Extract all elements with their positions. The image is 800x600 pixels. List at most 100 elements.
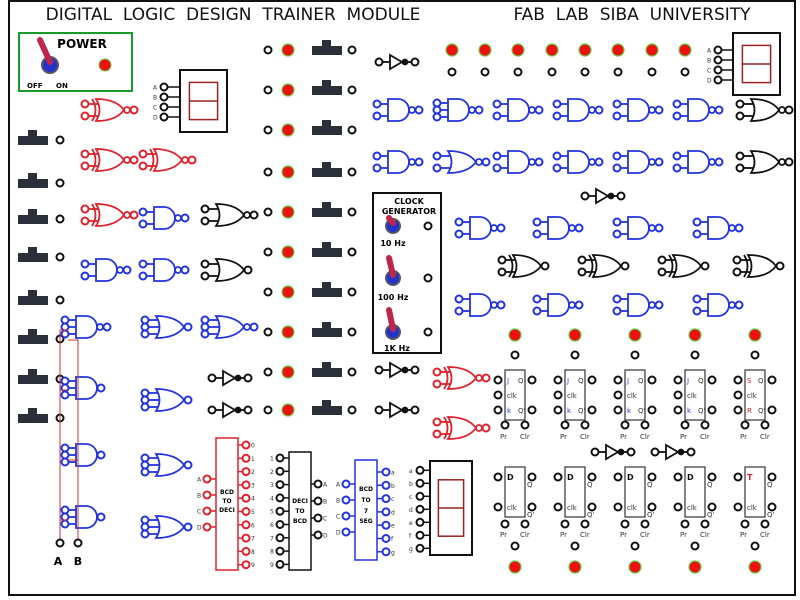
terminal-jack[interactable] <box>372 151 382 161</box>
switch-base[interactable] <box>312 168 342 177</box>
terminal-jack[interactable] <box>481 423 491 433</box>
terminal-jack[interactable] <box>275 480 285 490</box>
terminal-jack[interactable] <box>415 543 425 553</box>
terminal-jack[interactable] <box>612 217 622 227</box>
switch-base[interactable] <box>312 46 342 55</box>
terminal-jack[interactable] <box>492 111 502 121</box>
terminal-jack[interactable] <box>140 522 150 532</box>
terminal-jack[interactable] <box>580 420 590 430</box>
switch-slider[interactable] <box>28 290 37 297</box>
terminal-jack[interactable] <box>750 350 760 360</box>
toggle-switch[interactable] <box>18 408 48 423</box>
terminal-jack[interactable] <box>532 217 542 227</box>
terminal-jack[interactable] <box>454 294 464 304</box>
terminal-jack[interactable] <box>140 453 150 463</box>
toggle-switch[interactable] <box>18 173 48 188</box>
switch-base[interactable] <box>312 208 342 217</box>
toggle-switch[interactable] <box>18 369 48 384</box>
terminal-jack[interactable] <box>510 541 520 551</box>
terminal-jack[interactable] <box>241 520 251 530</box>
terminal-jack[interactable] <box>241 546 251 556</box>
terminal-jack[interactable] <box>673 405 683 415</box>
terminal-jack[interactable] <box>347 85 357 95</box>
terminal-jack[interactable] <box>263 85 273 95</box>
terminal-jack[interactable] <box>733 472 743 482</box>
terminal-jack[interactable] <box>432 163 442 173</box>
switch-base[interactable] <box>18 335 48 344</box>
terminal-jack[interactable] <box>73 538 83 548</box>
terminal-jack[interactable] <box>760 519 770 529</box>
terminal-jack[interactable] <box>374 365 384 375</box>
terminal-jack[interactable] <box>620 420 630 430</box>
terminal-jack[interactable] <box>657 267 667 277</box>
terminal-jack[interactable] <box>734 223 744 233</box>
terminal-jack[interactable] <box>423 273 433 283</box>
terminal-jack[interactable] <box>207 373 217 383</box>
terminal-jack[interactable] <box>263 45 273 55</box>
terminal-jack[interactable] <box>713 55 723 65</box>
terminal-jack[interactable] <box>673 390 683 400</box>
terminal-jack[interactable] <box>263 405 273 415</box>
terminal-jack[interactable] <box>410 57 420 67</box>
terminal-jack[interactable] <box>140 460 150 470</box>
terminal-jack[interactable] <box>410 365 420 375</box>
terminal-jack[interactable] <box>532 229 542 239</box>
terminal-jack[interactable] <box>481 157 491 167</box>
terminal-jack[interactable] <box>138 207 148 217</box>
terminal-jack[interactable] <box>241 560 251 570</box>
terminal-jack[interactable] <box>347 45 357 55</box>
terminal-jack[interactable] <box>612 151 622 161</box>
terminal-jack[interactable] <box>80 216 90 226</box>
terminal-jack[interactable] <box>784 157 794 167</box>
terminal-jack[interactable] <box>60 315 70 325</box>
terminal-jack[interactable] <box>275 533 285 543</box>
terminal-jack[interactable] <box>672 163 682 173</box>
terminal-jack[interactable] <box>140 388 150 398</box>
terminal-jack[interactable] <box>740 420 750 430</box>
terminal-jack[interactable] <box>587 375 597 385</box>
terminal-jack[interactable] <box>767 375 777 385</box>
terminal-jack[interactable] <box>672 151 682 161</box>
switch-slider[interactable] <box>322 40 331 47</box>
terminal-jack[interactable] <box>673 502 683 512</box>
switch-slider[interactable] <box>322 202 331 209</box>
terminal-jack[interactable] <box>60 505 70 515</box>
terminal-jack[interactable] <box>493 375 503 385</box>
terminal-jack[interactable] <box>707 472 717 482</box>
terminal-jack[interactable] <box>454 217 464 227</box>
terminal-jack[interactable] <box>187 155 197 165</box>
terminal-jack[interactable] <box>735 151 745 161</box>
terminal-jack[interactable] <box>552 99 562 109</box>
terminal-jack[interactable] <box>275 546 285 556</box>
terminal-jack[interactable] <box>140 329 150 339</box>
terminal-jack[interactable] <box>96 512 106 522</box>
terminal-jack[interactable] <box>241 507 251 516</box>
terminal-jack[interactable] <box>612 163 622 173</box>
terminal-jack[interactable] <box>200 204 210 214</box>
switch-slider[interactable] <box>322 400 331 407</box>
clock-knob[interactable] <box>385 307 401 340</box>
terminal-jack[interactable] <box>241 480 251 490</box>
terminal-jack[interactable] <box>647 502 657 512</box>
terminal-jack[interactable] <box>183 460 193 470</box>
terminal-jack[interactable] <box>55 178 65 188</box>
terminal-jack[interactable] <box>553 472 563 482</box>
terminal-jack[interactable] <box>672 111 682 121</box>
terminal-jack[interactable] <box>733 502 743 512</box>
terminal-jack[interactable] <box>540 261 550 271</box>
terminal-jack[interactable] <box>80 271 90 281</box>
terminal-jack[interactable] <box>496 300 506 310</box>
terminal-jack[interactable] <box>138 219 148 229</box>
terminal-jack[interactable] <box>140 467 150 477</box>
terminal-jack[interactable] <box>570 350 580 360</box>
terminal-jack[interactable] <box>275 520 285 529</box>
terminal-jack[interactable] <box>750 541 760 551</box>
terminal-jack[interactable] <box>692 306 702 316</box>
terminal-jack[interactable] <box>630 350 640 360</box>
terminal-jack[interactable] <box>454 306 464 316</box>
switch-base[interactable] <box>18 253 48 262</box>
terminal-jack[interactable] <box>552 151 562 161</box>
switch-base[interactable] <box>312 328 342 337</box>
terminal-jack[interactable] <box>381 534 391 543</box>
terminal-jack[interactable] <box>275 506 285 516</box>
